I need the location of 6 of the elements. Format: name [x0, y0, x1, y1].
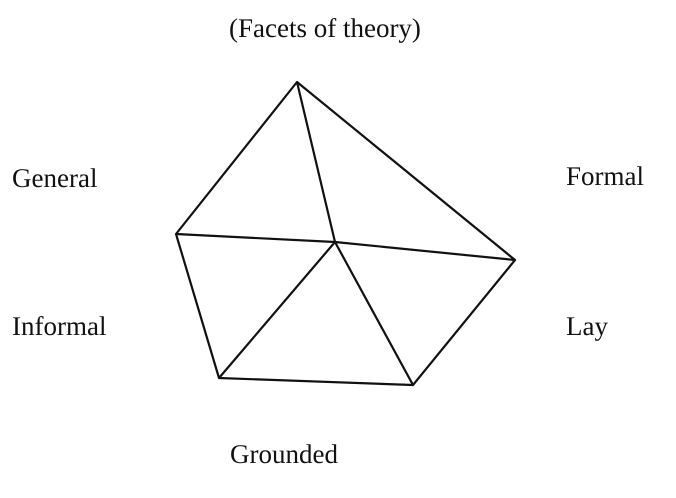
- facet-label: General: [12, 164, 98, 194]
- facet-label: Lay: [566, 312, 608, 342]
- facet-label: Informal: [12, 312, 106, 342]
- facet-label: Formal: [566, 162, 644, 192]
- diagram-title: (Facets of theory): [229, 14, 421, 44]
- facet-label: Grounded: [230, 440, 338, 470]
